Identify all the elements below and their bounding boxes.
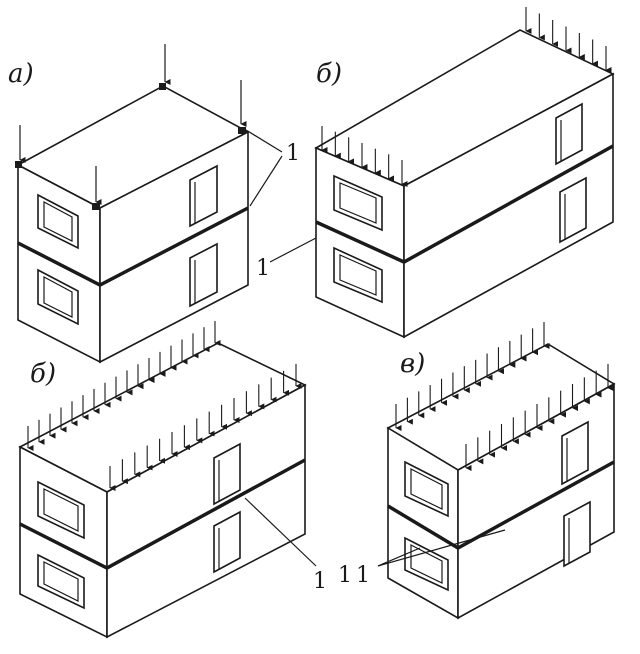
block-v-loads-far-edge: [465, 364, 614, 471]
figure-a: а) 1: [8, 44, 300, 364]
block-b2-door-lower: [213, 510, 241, 574]
callout-v-leader-2: [377, 529, 506, 567]
block-b1-door-lower: [559, 176, 587, 244]
block-v-door-lower: [563, 500, 591, 568]
block-b1-loads-far-edge: [525, 7, 612, 73]
block-b2-window-upper: [37, 480, 85, 540]
block-a-window-upper: [37, 193, 79, 250]
figure-v: в) 1 1: [338, 322, 616, 620]
corner-pad-1: [15, 161, 22, 168]
block-v-window-upper: [404, 460, 449, 518]
block-v-loads-near-edge: [395, 322, 550, 431]
block-b2-loads-far-edge: [109, 364, 302, 491]
block-b1-window-upper: [333, 174, 383, 232]
block-a-door-lower: [189, 242, 218, 308]
figure-b-bottom-label: б): [30, 359, 56, 389]
block-b2-joint: [19, 458, 306, 570]
block-b1-door-upper: [555, 102, 583, 166]
figure-v-label: в): [400, 349, 425, 379]
corner-pad-2: [159, 83, 166, 90]
block-v-door-upper: [561, 420, 589, 486]
callout-b1-leader: [269, 237, 317, 263]
figure-v-callout-2: 1: [356, 563, 370, 588]
callout-a-leader-2: [249, 155, 283, 207]
block-b1-joint: [315, 144, 614, 264]
block-v-window-lower: [404, 536, 449, 592]
callout-v-leader-1: [377, 547, 421, 567]
callout-b2-leader: [244, 497, 317, 567]
callout-a-leader-1: [245, 129, 283, 153]
block-a-point-loads: [19, 44, 247, 205]
corner-pad-3: [238, 127, 246, 134]
figure-b-top: б) 1: [256, 7, 615, 339]
block-b2-window-lower: [37, 553, 85, 610]
figure-b-top-label: б): [316, 59, 342, 89]
figure-b-top-callout: 1: [256, 256, 270, 281]
block-b2-loads-near-edge: [27, 321, 221, 451]
block-a-window-lower: [37, 268, 79, 326]
figure-b-bottom: б) 1: [18, 321, 327, 639]
block-b1-window-lower: [333, 246, 383, 304]
corner-pad-4: [92, 203, 100, 210]
figure-v-callout-1: 1: [338, 563, 352, 588]
figure-a-callout: 1: [286, 141, 300, 166]
block-a-door-upper: [189, 164, 218, 228]
block-a-joint: [17, 206, 249, 287]
block-v-joint: [387, 460, 615, 551]
block-b2-door-upper: [213, 442, 241, 506]
figure-a-label: а): [8, 59, 34, 89]
block-b1-loads-near-edge: [321, 126, 408, 187]
figure-b-bottom-callout: 1: [313, 569, 327, 594]
